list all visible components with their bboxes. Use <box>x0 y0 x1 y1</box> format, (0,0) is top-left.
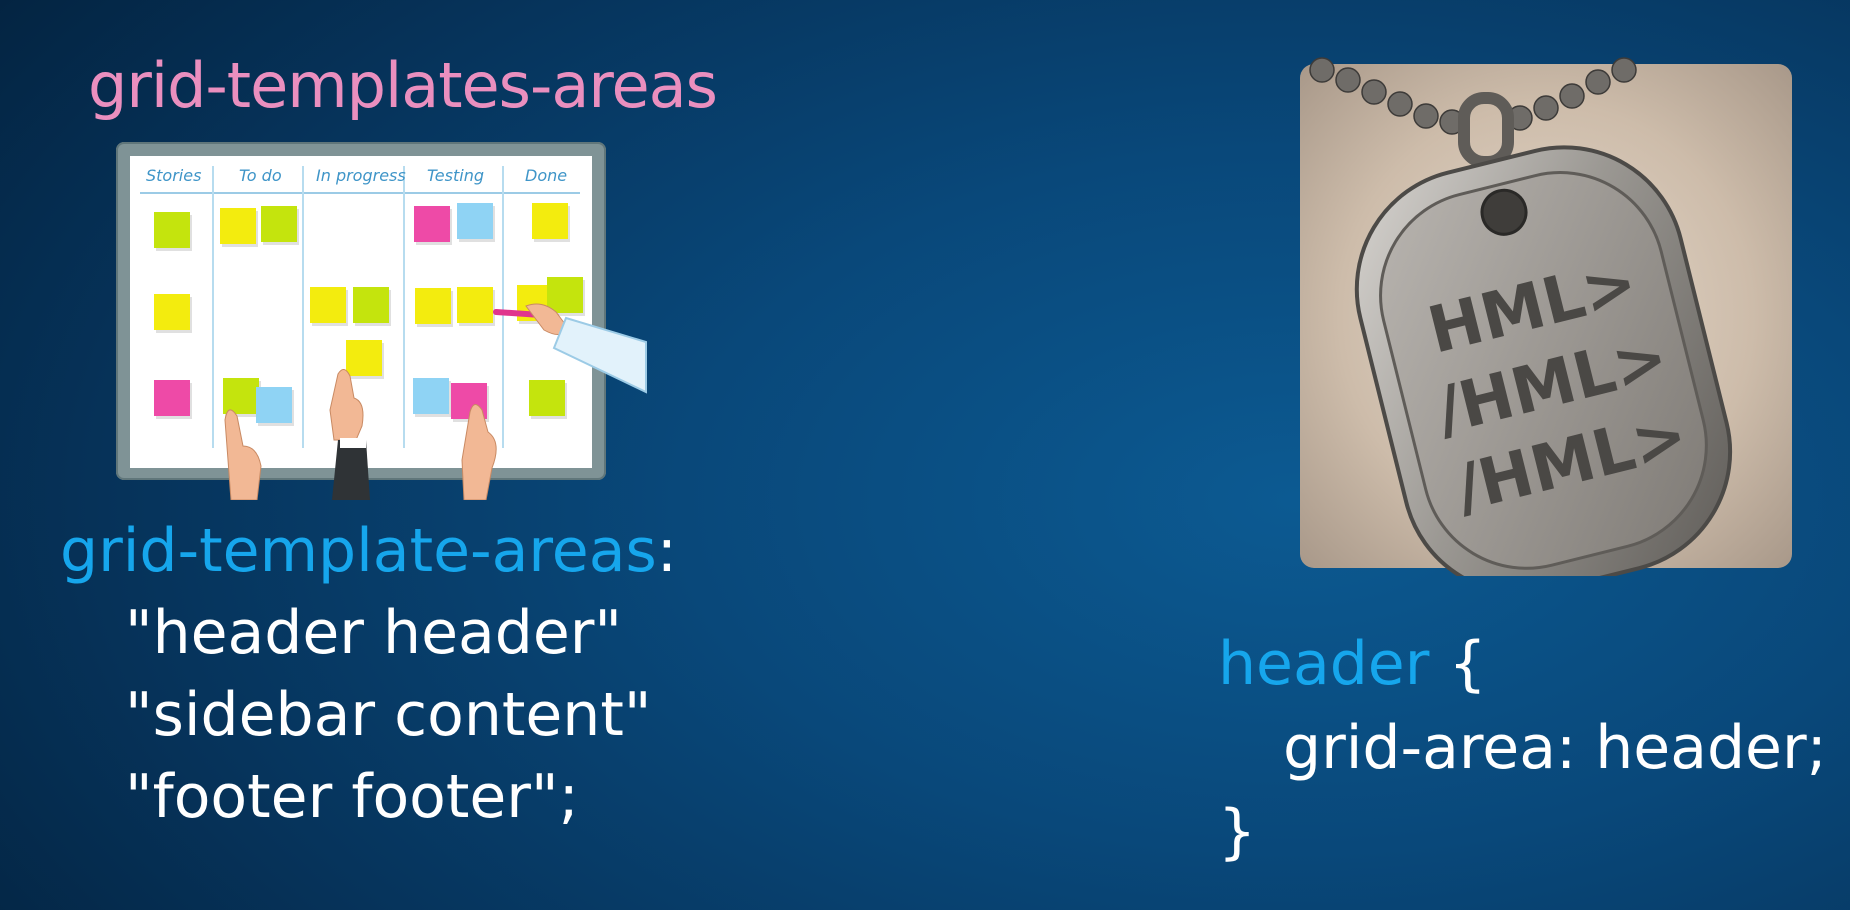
board-column-label: To do <box>239 166 282 185</box>
sticky-note <box>154 294 190 330</box>
writing-hand-icon <box>493 303 647 394</box>
sticky-note <box>457 203 493 239</box>
sticky-note <box>223 378 259 414</box>
board-header-rule <box>140 192 580 194</box>
sticky-note <box>547 277 583 313</box>
sticky-note <box>310 287 346 323</box>
sticky-note <box>220 208 256 244</box>
sticky-note <box>532 203 568 239</box>
code-line-area-row: "header header" <box>125 598 623 668</box>
sticky-note <box>353 287 389 323</box>
board-column-label: Stories <box>146 166 202 185</box>
grid-template-areas-code: grid-template-areas: "header header" "si… <box>60 510 677 838</box>
board-column-label: In progress <box>316 166 406 185</box>
property-colon: : <box>656 516 677 586</box>
sticky-note <box>154 380 190 416</box>
code-line-area-row: "footer footer"; <box>125 762 579 832</box>
sticky-note <box>415 288 451 324</box>
sticky-note <box>413 378 449 414</box>
slide-title: grid-templates-areas <box>88 49 718 122</box>
close-brace: } <box>1218 797 1257 867</box>
board-column-divider <box>403 166 405 448</box>
sticky-note <box>457 287 493 323</box>
sticky-note <box>154 212 190 248</box>
selector-keyword: header <box>1218 629 1430 699</box>
code-line-selector: header { <box>1218 622 1827 706</box>
board-column-divider <box>302 166 304 448</box>
sticky-note <box>346 340 382 376</box>
board-column-label: Testing <box>427 166 484 185</box>
header-grid-area-code: header { grid-area: header; } <box>1218 622 1827 874</box>
property-keyword: grid-template-areas <box>60 516 657 586</box>
board-column-divider <box>502 166 504 448</box>
sticky-note <box>414 206 450 242</box>
sticky-note <box>261 206 297 242</box>
sticky-note <box>529 380 565 416</box>
code-line-area-row: "sidebar content" <box>125 680 652 750</box>
code-line-declaration: grid-area: header; <box>1283 713 1827 783</box>
html-dog-tag-image: HML> /HML> /HML> <box>1300 57 1792 576</box>
sticky-note <box>256 387 292 423</box>
board-column-label: Done <box>525 166 568 185</box>
code-line-property: grid-template-areas: <box>60 510 677 592</box>
open-brace: { <box>1429 629 1487 699</box>
board-column-divider <box>212 166 214 448</box>
hands-illustration <box>224 369 497 500</box>
